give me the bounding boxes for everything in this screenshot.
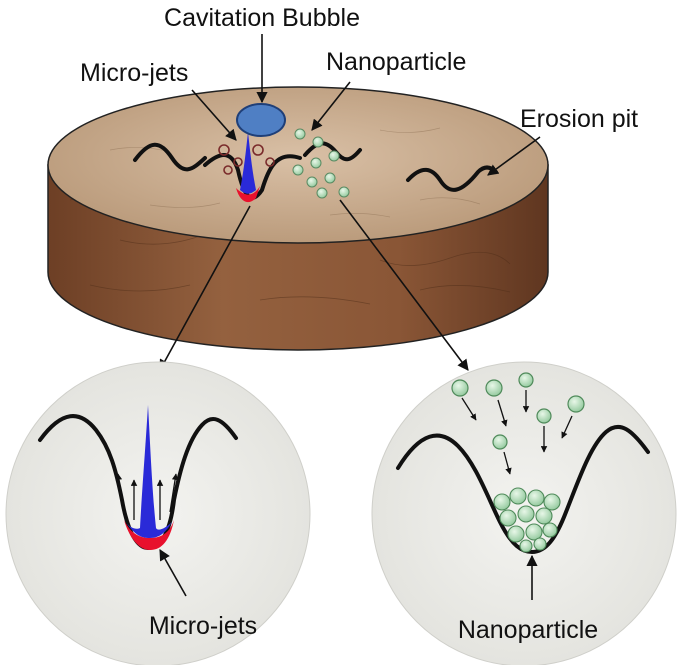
cavitation-bubble — [236, 103, 286, 137]
micro-jet-top — [240, 132, 256, 194]
micro-jets-bottom-label: Micro-jets — [149, 612, 257, 640]
nanoparticle-bottom-label: Nanoparticle — [458, 616, 598, 644]
erosion-pit-right — [406, 165, 498, 192]
micro-jets-top-pointer — [191, 89, 237, 141]
specimen-cylinder — [47, 86, 549, 351]
erosion-pit-left — [133, 142, 207, 172]
inset-micro-jets: Micro-jets — [5, 361, 311, 665]
inset-pit-curve-right — [396, 424, 650, 554]
zoom-line-nanoparticle — [339, 199, 469, 371]
inset-micro-jet — [126, 405, 172, 538]
erosion-region-top — [236, 186, 260, 203]
inset-nanoparticle: Nanoparticle — [371, 361, 677, 665]
nanoparticle-top-pointer — [311, 81, 351, 131]
jet-debris — [218, 144, 275, 175]
zoom-line-micro-jets — [159, 205, 251, 371]
erosion-pit-label: Erosion pit — [520, 105, 638, 133]
cavitation-bubble-label: Cavitation Bubble — [164, 4, 360, 32]
erosion-pit-pointer — [487, 136, 541, 176]
nanoparticle-top-label: Nanoparticle — [326, 48, 466, 76]
micro-jets-top-label: Micro-jets — [80, 59, 188, 87]
deposited-nanoparticles — [493, 487, 561, 553]
falling-nanoparticles — [451, 372, 585, 450]
inset-erosion-region — [124, 520, 174, 550]
micro-jets-bottom-pointer — [159, 549, 187, 597]
nanoparticles-top — [292, 128, 350, 199]
